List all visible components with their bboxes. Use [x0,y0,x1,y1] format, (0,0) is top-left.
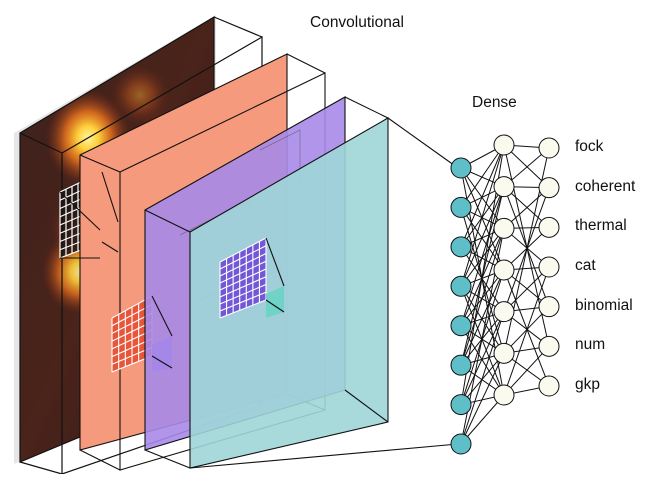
connection-line [503,345,550,396]
output-node [538,216,560,238]
input-node [450,394,472,416]
output-node [538,177,560,199]
input-node [450,196,472,218]
input-node [450,354,472,376]
feature-layer-teal [144,96,389,469]
connection-line [460,286,505,396]
hidden-node [493,342,515,364]
connection-line [503,186,550,307]
connection-line [460,167,505,271]
output-label-coherent: coherent [575,177,636,195]
connection-line [460,269,505,366]
convolutional-label: Convolutional [310,14,404,31]
output-node [538,375,560,397]
connection-line [460,353,505,445]
connection-line [460,394,505,445]
input-node [450,275,472,297]
connection-line [460,207,505,271]
hidden-node [493,301,515,323]
output-node [538,335,560,357]
connection-line [503,266,550,396]
output-label-fock: fock [575,138,604,155]
projection-lines [59,117,459,469]
connection-line [460,311,505,405]
output-label-gkp: gkp [575,376,600,393]
dense-nodes [450,134,560,455]
connection-line [503,266,550,313]
connection-line [460,311,505,445]
output-node [538,296,560,318]
input-node [450,236,472,258]
connection-line [460,186,505,326]
connection-line [460,228,505,366]
hidden-node [493,134,515,156]
purple-kernel-patch [220,238,266,318]
connection-line [460,144,505,208]
connection-line [460,207,505,354]
hidden-node [493,217,515,239]
output-label-cat: cat [575,257,596,274]
input-node [450,315,472,337]
input-node [450,433,472,455]
teal-kernel-small [266,286,284,318]
output-label-thermal: thermal [575,217,627,235]
dense-label: Dense [472,94,517,111]
hidden-node [493,176,515,198]
output-node [538,137,560,159]
connection-line [460,286,505,354]
purple-kernel-grid [219,237,267,319]
output-label-binomial: binomial [575,296,633,314]
hidden-node [493,259,515,281]
connection-line [460,186,505,287]
connection-line [460,144,505,248]
input-node [450,157,472,179]
connection-line [460,144,505,287]
connection-line [503,269,550,387]
hidden-node [493,384,515,406]
output-label-num: num [575,336,606,354]
output-node [538,256,560,278]
connection-line [460,246,505,312]
